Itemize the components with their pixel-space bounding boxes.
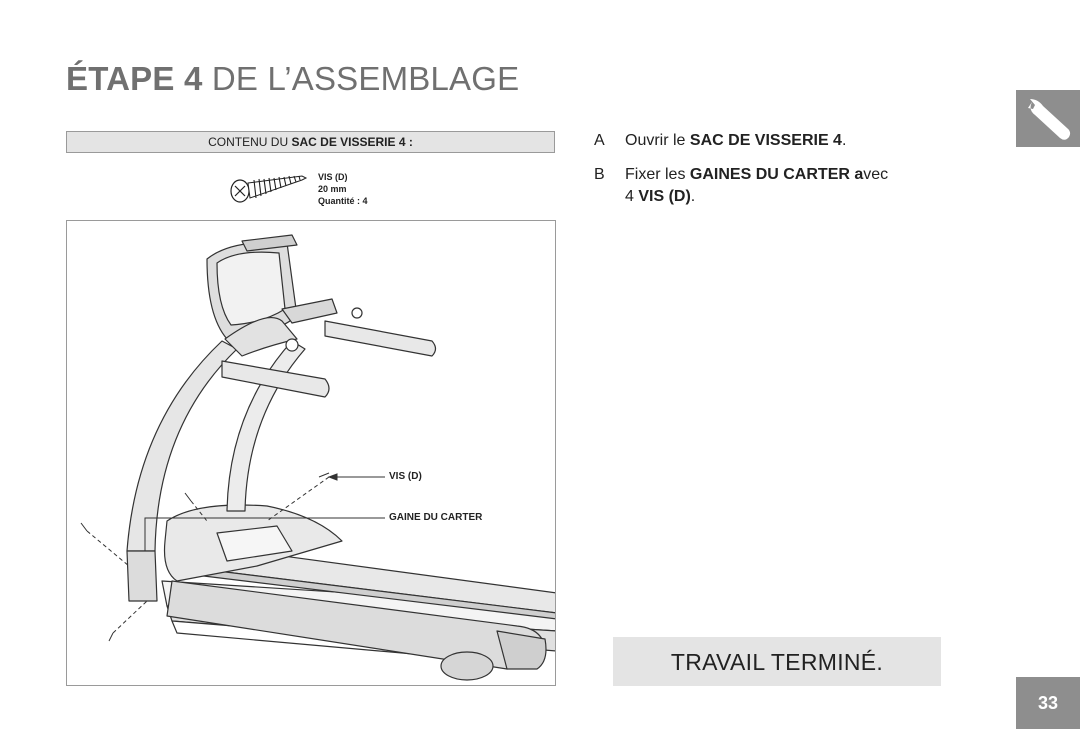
- page-title: ÉTAPE 4 DE L’ASSEMBLAGE: [66, 60, 520, 97]
- treadmill-illustration: [80, 234, 555, 681]
- job-done-banner: TRAVAIL TERMINÉ.: [613, 637, 941, 686]
- step-letter: B: [594, 166, 605, 183]
- hardware-bag-header: CONTENU DU SAC DE VISSERIE 4 :: [66, 131, 555, 153]
- screw-spec: VIS (D) 20 mm Quantité : 4: [318, 171, 368, 207]
- screw-name: VIS (D): [318, 172, 348, 182]
- assembly-diagram: VIS (D) GAINE DU CARTER: [66, 220, 556, 686]
- callout-cover-label: GAINE DU CARTER: [389, 512, 483, 523]
- step-a: A Ouvrir le SAC DE VISSERIE 4.: [594, 130, 888, 152]
- step-letter: A: [594, 132, 605, 149]
- screw-quantity: Quantité : 4: [318, 196, 368, 206]
- callout-screw-label: VIS (D): [389, 471, 422, 482]
- section-tab: [1016, 90, 1080, 147]
- screw-size: 20 mm: [318, 184, 347, 194]
- page-number: 33: [1016, 677, 1080, 729]
- step-b: B Fixer les GAINES DU CARTER avec 4 VIS …: [594, 166, 889, 205]
- wrench-icon: [1028, 99, 1071, 140]
- screw-illustration: [230, 175, 308, 203]
- instruction-list: A Ouvrir le SAC DE VISSERIE 4. B Fixer l…: [594, 130, 888, 220]
